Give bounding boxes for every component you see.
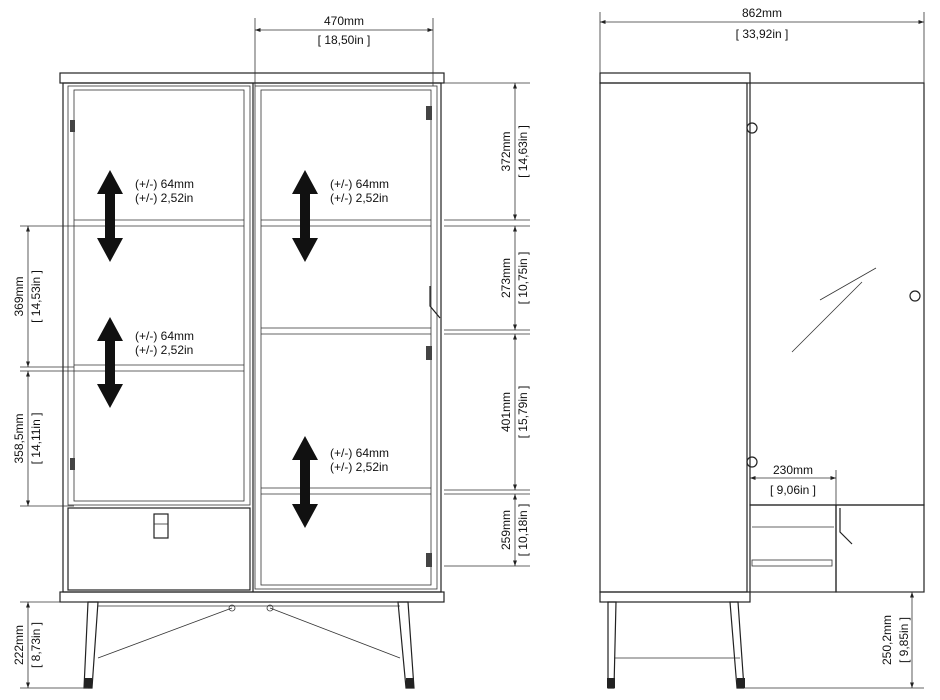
shelf-adjust-arrow: (+/-) 64mm(+/-) 2,52in — [292, 170, 389, 262]
height-dimension: 369mm[ 14,53in ] — [12, 225, 74, 368]
front-view: (+/-) 64mm(+/-) 2,52in(+/-) 64mm(+/-) 2,… — [59, 72, 445, 689]
leg — [83, 601, 99, 689]
dimension-label-in: [ 33,92in ] — [736, 27, 789, 41]
hinge — [70, 120, 75, 132]
hinge — [426, 106, 432, 120]
dimension-label: 259mm — [499, 510, 513, 550]
height-dimension: 222mm[ 8,73in ] — [12, 601, 88, 689]
shelf-adjust-label-in: (+/-) 2,52in — [135, 343, 193, 357]
dimension-label: 273mm — [499, 258, 513, 298]
left-glass-door — [67, 85, 251, 506]
dimension-label-in: [ 10,18in ] — [516, 504, 530, 557]
right-glass-door — [254, 85, 438, 590]
height-dimension: 358,5mm[ 14,11in ] — [12, 370, 74, 507]
leg — [729, 601, 745, 689]
leg — [607, 601, 617, 689]
shelf-adjust-label: (+/-) 64mm — [330, 446, 389, 460]
drawer-extension-dimension: 230mm [ 9,06in ] — [750, 463, 837, 505]
dimension-label: 862mm — [742, 6, 782, 20]
leg-height-dimension: 250,2mm [ 9,85in ] — [745, 591, 924, 689]
dimension-label-in: [ 15,79in ] — [516, 386, 530, 439]
dimension-label-in: [ 18,50in ] — [318, 33, 371, 47]
door-handle — [429, 286, 441, 319]
side-view — [599, 72, 925, 689]
dimension-label-in: [ 10,75in ] — [516, 252, 530, 305]
shelf-adjust-label: (+/-) 64mm — [135, 329, 194, 343]
shelf-adjust-label: (+/-) 64mm — [135, 177, 194, 191]
hinge — [426, 553, 432, 567]
leg — [397, 601, 415, 689]
dimension-label-in: [ 14,53in ] — [29, 270, 43, 323]
height-dimension: 273mm[ 10,75in ] — [444, 225, 530, 331]
side-body — [599, 82, 748, 593]
dimension-label-in: [ 9,85in ] — [897, 617, 911, 663]
dimension-label-in: [ 8,73in ] — [29, 622, 43, 668]
dimension-label: 222mm — [12, 625, 26, 665]
open-drawer — [749, 504, 837, 593]
height-dimension: 259mm[ 10,18in ] — [444, 493, 530, 567]
double-arrow-icon — [292, 436, 318, 528]
drawer-handle-side — [839, 508, 853, 545]
dimension-label: 401mm — [499, 392, 513, 432]
cabinet-base — [59, 591, 445, 603]
shelf-adjust-arrow: (+/-) 64mm(+/-) 2,52in — [97, 317, 194, 408]
drawer-handle — [153, 513, 169, 539]
dimension-label-in: [ 9,06in ] — [770, 483, 816, 497]
side-depth-dimension: 862mm [ 33,92in ] — [599, 6, 925, 83]
dimension-label: 358,5mm — [12, 413, 26, 463]
door-knob — [909, 290, 921, 302]
shelf-adjust-label-in: (+/-) 2,52in — [135, 191, 193, 205]
shelf-adjust-arrow: (+/-) 64mm(+/-) 2,52in — [97, 170, 194, 262]
dimension-label-in: [ 14,63in ] — [516, 125, 530, 178]
double-arrow-icon — [292, 170, 318, 262]
dimension-label: 369mm — [12, 276, 26, 316]
height-dimension: 372mm[ 14,63in ] — [444, 82, 530, 221]
drawer-runner — [751, 559, 833, 567]
height-dimension: 401mm[ 15,79in ] — [444, 333, 530, 491]
shelf-adjust-arrow: (+/-) 64mm(+/-) 2,52in — [292, 436, 389, 528]
shelf-adjust-label-in: (+/-) 2,52in — [330, 191, 388, 205]
hinge — [426, 346, 432, 360]
double-arrow-icon — [97, 170, 123, 262]
dimension-label: 230mm — [773, 463, 813, 477]
dimension-label-in: [ 14,11in ] — [29, 413, 43, 465]
open-door — [749, 82, 925, 506]
shelf-adjust-label-in: (+/-) 2,52in — [330, 460, 388, 474]
cabinet-top — [59, 72, 445, 84]
dimension-label: 372mm — [499, 131, 513, 171]
dimension-label: 470mm — [324, 14, 364, 28]
hinge — [70, 458, 75, 470]
front-width-dimension: 470mm [ 18,50in ] — [254, 14, 434, 86]
side-top — [599, 72, 751, 84]
drawer — [67, 507, 251, 591]
double-arrow-icon — [97, 317, 123, 408]
dimension-label: 250,2mm — [880, 615, 894, 665]
shelf-adjust-label: (+/-) 64mm — [330, 177, 389, 191]
